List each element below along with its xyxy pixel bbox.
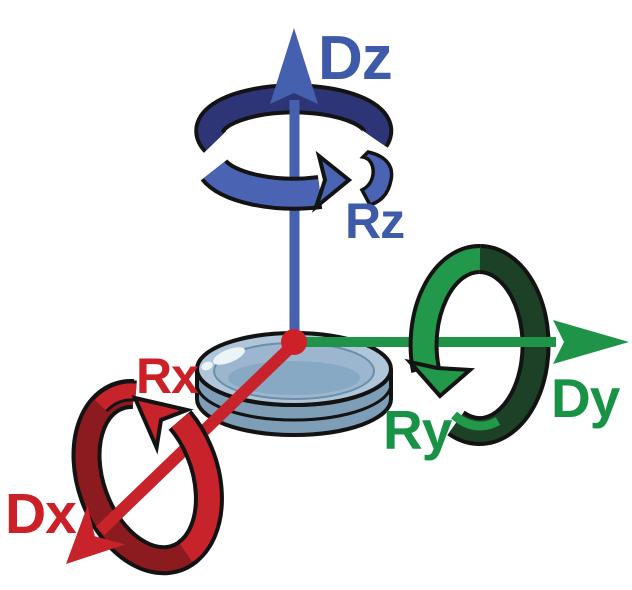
ry-band-bottom-sliver <box>450 411 501 431</box>
rx-ring-front-band <box>171 412 220 563</box>
rx-ring-front <box>92 380 224 566</box>
x-axis-arrowhead <box>66 505 126 564</box>
ry-ring-front <box>404 243 501 431</box>
label-rz: Rz <box>345 193 405 249</box>
lens-highlight-small <box>201 361 213 371</box>
rz-ring-back <box>194 83 394 153</box>
y-axis-arrowhead <box>553 320 629 364</box>
label-ry: Ry <box>383 399 452 461</box>
ry-ring-back-band <box>449 248 547 442</box>
rx-ring-back <box>71 378 201 576</box>
ry-ring-back <box>447 244 551 446</box>
z-axis <box>270 28 318 342</box>
rz-rotation-arrowhead <box>311 150 353 213</box>
label-rx: Rx <box>136 348 199 404</box>
label-dx: Dx <box>5 482 77 546</box>
rz-ring-back-band <box>198 87 390 150</box>
rz-band-end-piece <box>359 150 394 208</box>
rz-ring-front <box>200 150 394 213</box>
label-dy: Dy <box>551 367 620 429</box>
ry-ring-front-band <box>412 247 481 373</box>
rz-ring-front-band <box>203 161 322 207</box>
label-dz: Dz <box>318 24 393 93</box>
lens-rim-line <box>195 383 393 422</box>
z-axis-arrowhead <box>270 28 318 104</box>
rx-rotation-arrowhead <box>131 395 194 455</box>
ry-rotation-arrowhead <box>404 358 476 399</box>
rx-band-top-piece <box>94 383 137 411</box>
lens-highlight <box>213 347 245 365</box>
origin-dot <box>281 329 307 355</box>
